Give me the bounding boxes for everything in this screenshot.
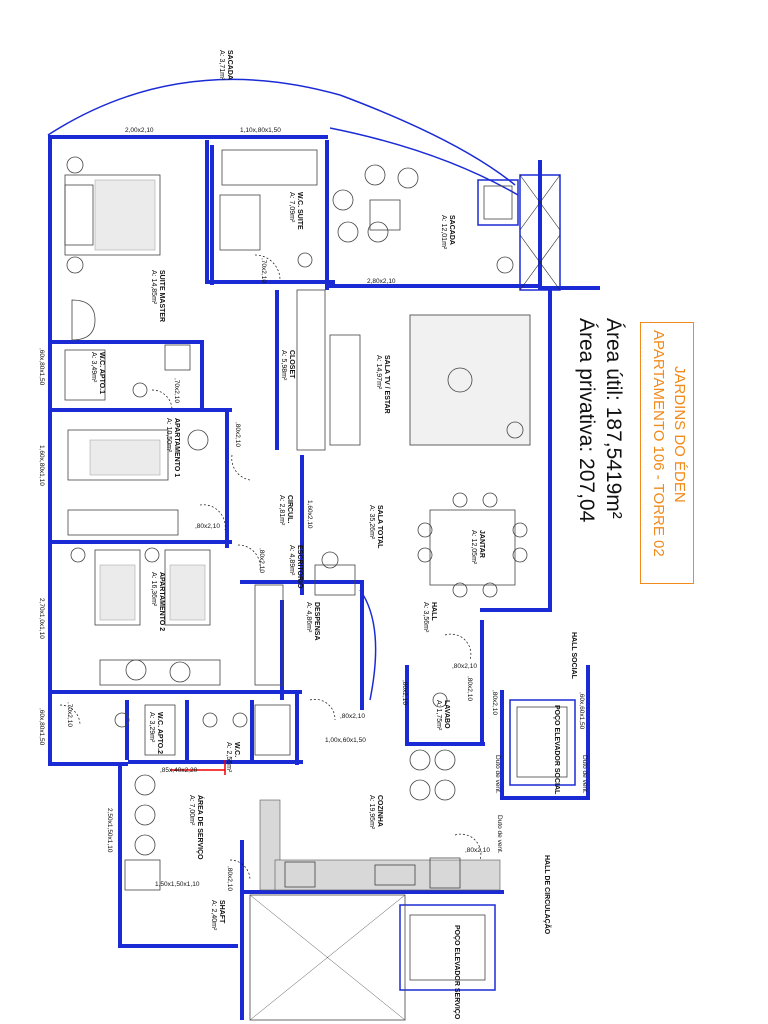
duct-note: Duto de vent. [496,815,503,854]
sacada-arc [47,78,341,136]
room-area: A: 2,40m² [210,900,217,931]
room-area: A: 1,75m² [435,700,442,731]
room-name: CIRCUL. [286,495,293,523]
room-name: POÇO ELEVADOR SOCIAL [553,705,560,795]
dimension-label: 2,70x1,0x1,10 [38,598,45,639]
room-area: A: 3,56m² [422,602,429,633]
dimension-label: ,80x2,10 [258,548,265,573]
room-name: HALL SOCIAL [570,632,577,680]
area-privativa: Área privativa: 207,04 [575,318,598,523]
room-name: W.C. APTO.2 [156,712,163,754]
duct-note: Duto de vent. [581,755,588,794]
room-area: A: 10,50m² [165,418,172,453]
dimension-label: ,80x2,10 [234,422,241,447]
dimension-label: 1,50x1,50x1,10 [155,881,200,888]
dimension-label: ,60x,80x1,50 [38,348,45,386]
room-area: A: 16,36m² [150,572,157,607]
room-area: A: 4,86m² [305,602,312,633]
room-name: SUITE MASTER [158,270,165,322]
room-name: W.C. [233,742,240,757]
room-area: A: 2,81m² [278,495,285,526]
room-area: A: 7,09m² [288,192,295,223]
room-name: SACADA [226,50,233,80]
room-area: A: 3,29m² [148,712,155,743]
furniture [64,149,531,1021]
room-area: A: 3,71m² [218,50,225,81]
dimension-label: ,70x2,10 [260,258,267,283]
room-name: SACADA [448,215,455,245]
room-name: APARTAMENTO 2 [158,572,165,631]
room-area: A: 14,97m² [375,355,382,390]
elevator-shafts [399,174,576,991]
duct-note: Duto de vent. [494,755,501,794]
dimension-label: ,80x2,10 [491,690,498,715]
project-name: JARDINS DO ÉDEN [671,366,688,503]
room-area: A: 19,95m² [368,795,375,830]
room-name: ESCRITORIO [296,545,303,589]
dimension-label: ,80x2,10 [340,713,365,720]
project-unit: APARTAMENTO 106 - TORRE 02 [650,330,667,557]
notes: Duto de vent. Duto de vent. Duto de vent… [494,755,588,854]
room-name: SALA TOTAL [376,505,383,549]
room-name: DESPENSA [313,602,320,641]
dimension-labels: 2,00x2,10 1,10x,80x1,50 2,80x2,10 ,70x2,… [38,127,585,891]
dimension-label: ,80x2,10 [195,523,220,530]
dimension-label: 1,60x,80x1,10 [38,445,45,486]
room-name: ÁREA DE SERVIÇO [196,795,205,860]
room-name: JANTAR [478,530,485,558]
room-name: W.C. APTO.1 [98,352,105,394]
room-name: SHAFT [218,900,225,924]
room-name: HALL [430,602,437,621]
dimension-label: 2,50x1,50x1,10 [106,808,113,853]
dimension-label: ,60x,60x1,50 [578,692,585,730]
door-swings [59,254,482,881]
room-area: A: 5,98m² [280,350,287,381]
dimension-label: ,80x2,10 [465,847,490,854]
dimension-label: 2,00x2,10 [125,127,154,134]
dimension-label: 1,10x,80x1,50 [240,127,281,134]
room-name: CLOSET [288,350,295,379]
dimension-label: ,85x,40x2,20 [160,767,198,774]
windows [49,136,295,890]
room-name: W.C. SUITE [296,192,303,230]
dimension-label: ,70x2,10 [173,378,180,403]
dimension-label: ,60x,80x1,50 [38,708,45,746]
dimension-label: 1,00x,60x1,50 [325,737,366,744]
room-name: COZINHA [376,795,383,827]
room-name: HALL DE CIRCULAÇÃO [543,855,552,935]
interior-walls [52,140,590,1020]
room-area: A: 3,49m² [90,352,97,383]
room-name: POÇO ELEVADOR SERVIÇO [453,925,460,1020]
dimension-label: 1,60x2,10 [306,500,313,529]
room-area: A: 12,05m² [470,530,477,565]
room-area: A: 12,01m² [440,215,447,250]
room-name: LAVABO [443,700,450,729]
project-info-box [640,322,694,584]
dimension-label: ,80x2,10 [452,663,477,670]
dimension-label: ,80x2,10 [401,680,408,705]
dimension-label: ,80x2,10 [466,676,473,701]
area-util: Área útil: 187,5419m² [602,318,625,519]
dimension-label: 2,80x2,10 [367,278,396,285]
room-name: APARTAMENTO 1 [173,418,180,477]
dimension-label: ,80x2,10 [226,866,233,891]
room-area: A: 2,56m² [225,742,232,773]
room-area: A: 7,00m² [188,795,195,826]
room-area: A: 4,89m² [288,545,295,576]
dimension-label: ,70x2,10 [66,702,73,727]
room-area: A: 14,85m² [150,270,157,305]
room-name: SALA TV / ESTAR [383,355,390,414]
room-area: A: 35,26m² [368,505,375,540]
